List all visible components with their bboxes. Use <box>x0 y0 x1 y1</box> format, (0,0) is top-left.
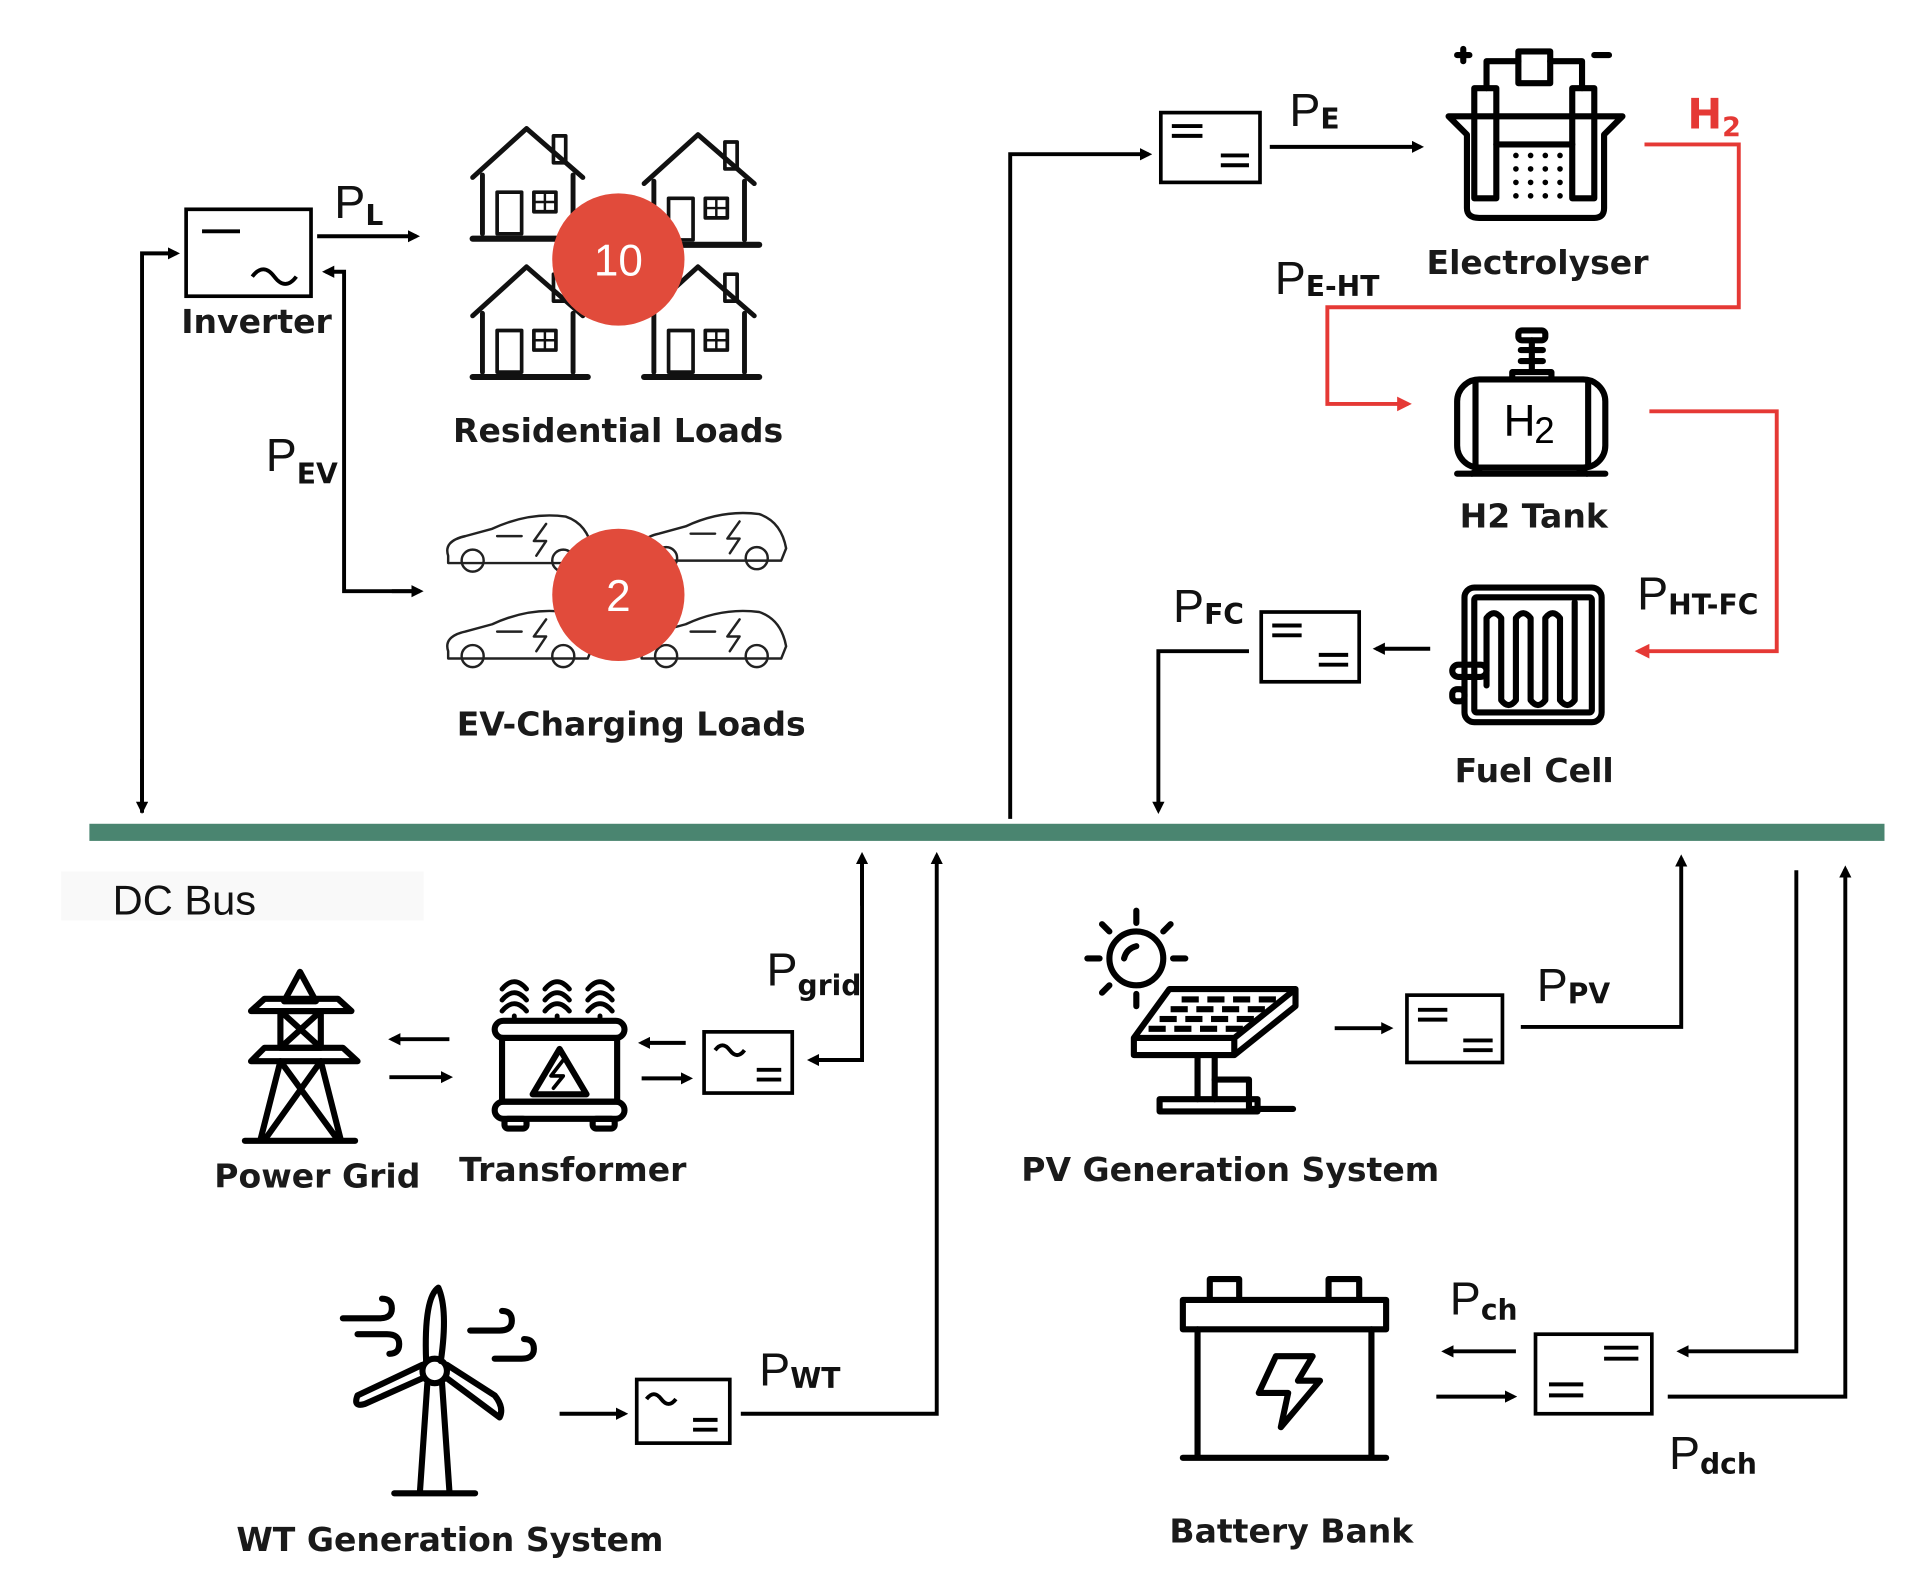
residential-count: 10 <box>594 236 643 285</box>
ppv-line <box>1520 854 1688 1029</box>
pl-label: PL <box>334 176 383 232</box>
svg-text:2: 2 <box>1534 410 1554 451</box>
house-icon <box>641 264 763 381</box>
dc-bus <box>89 823 1885 841</box>
pch-label: Pch <box>1450 1273 1518 1327</box>
pe-label: PE <box>1289 84 1339 136</box>
pwt-label: PWT <box>759 1344 841 1396</box>
ev-count: 2 <box>606 572 631 621</box>
pgrid-line <box>806 864 864 1067</box>
electrolyser-label: Electrolyser <box>1427 243 1650 282</box>
pev-line <box>322 265 417 594</box>
pv-dcdc-converter <box>1405 993 1505 1065</box>
electrolyser-icon <box>1445 45 1626 221</box>
dc-bus-label: DC Bus <box>113 876 256 923</box>
h2-tank-icon: H 2 <box>1454 327 1609 477</box>
pv-label: PV Generation System <box>1021 1150 1439 1189</box>
wind-turbine-icon <box>339 1284 537 1497</box>
ht-fc-flow-line <box>1634 409 1779 659</box>
power-grid-label: Power Grid <box>214 1156 420 1195</box>
ppv-label: PPV <box>1537 959 1611 1011</box>
pv-icon <box>1084 907 1299 1115</box>
h2-tank-label: H2 Tank <box>1460 497 1609 536</box>
battery-label: Battery Bank <box>1169 1511 1414 1550</box>
pev-label: PEV <box>266 429 338 490</box>
transformer-icon <box>491 979 628 1132</box>
pfc-label: PFC <box>1173 580 1244 632</box>
battery-icon <box>1179 1276 1390 1461</box>
pdch-line <box>1667 865 1852 1399</box>
fuel-cell-icon <box>1449 584 1605 726</box>
pdch-label: Pdch <box>1669 1427 1757 1481</box>
pfc-line <box>1152 649 1249 814</box>
pgrid-label: Pgrid <box>767 943 862 1002</box>
ev-count-badge <box>552 528 685 661</box>
wt-acdc-converter <box>634 1377 732 1445</box>
residential-loads-label: Residential Loads <box>453 411 783 450</box>
electrolyser-dcdc-converter <box>1158 110 1262 185</box>
bus-to-inverter-line <box>140 247 180 813</box>
h2-label: H2 <box>1687 90 1741 143</box>
power-grid-icon <box>241 968 361 1144</box>
pht-fc-label: PHT-FC <box>1637 568 1758 622</box>
pch-line <box>1676 870 1799 1358</box>
bus-to-electrolyser-converter-line <box>1008 148 1153 819</box>
fuel-cell-dcdc-converter <box>1259 610 1362 684</box>
fuel-cell-label: Fuel Cell <box>1455 751 1614 790</box>
inverter <box>184 207 313 299</box>
residential-count-badge <box>552 193 685 326</box>
h2-flow-line <box>1325 142 1741 412</box>
ev-loads-label: EV-Charging Loads <box>457 705 806 744</box>
wt-label: WT Generation System <box>236 1520 663 1559</box>
svg-text:H: H <box>1504 397 1536 446</box>
transformer-label: Transformer <box>459 1150 687 1189</box>
pwt-line <box>740 851 943 1416</box>
dc-bus-label-bg <box>61 871 424 921</box>
grid-acdc-converter <box>702 1030 795 1095</box>
battery-dcdc-converter <box>1533 1332 1654 1416</box>
inverter-label: Inverter <box>181 302 332 341</box>
house-icon <box>469 264 591 381</box>
pe-ht-label: PE-HT <box>1275 252 1381 304</box>
